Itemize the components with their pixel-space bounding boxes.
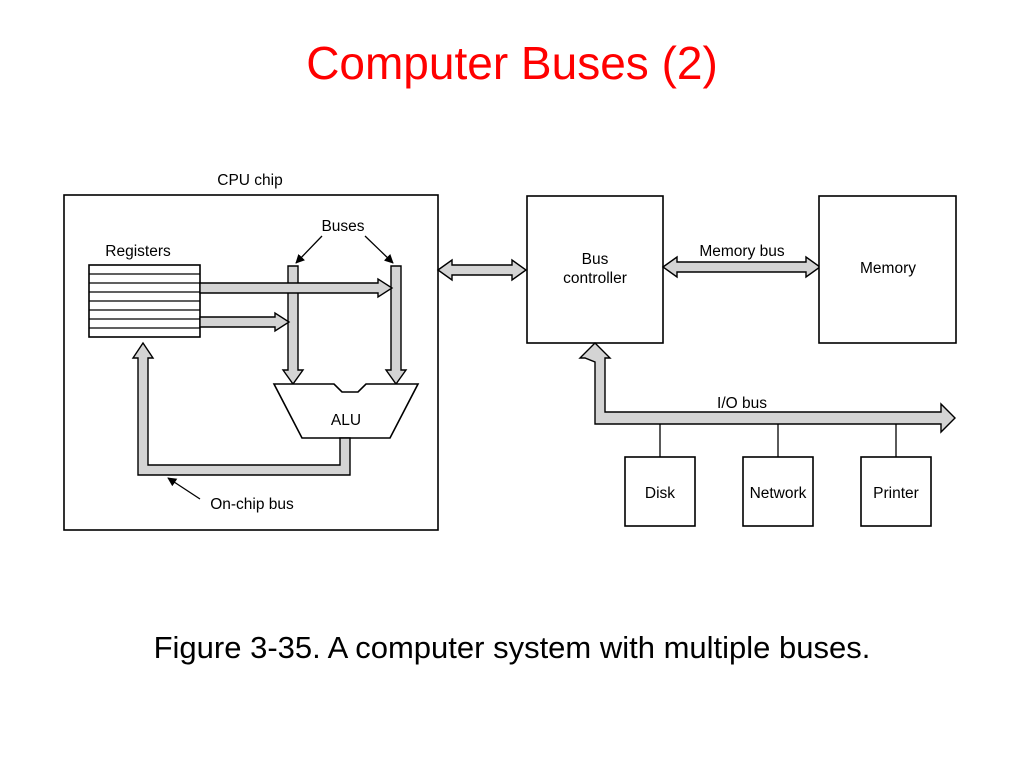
memory-box [818,195,957,344]
internal-bus-right [384,265,408,386]
printer-box [860,456,932,527]
cpu-to-controller-bus [436,258,528,282]
disk-box [624,456,696,527]
bus-controller-label-line2: controller [563,270,627,287]
memory-bus-label: Memory bus [699,243,785,260]
bus-controller-box [526,195,664,344]
memory-label: Memory [860,260,916,277]
alu-label: ALU [331,412,361,429]
figure-caption: Figure 3-35. A computer system with mult… [153,630,871,665]
buses-pointer-right [364,235,394,264]
on-chip-bus-label: On-chip bus [210,496,294,513]
network-box [742,456,814,527]
buses-pointer-left [295,235,323,264]
cpu-chip-label: CPU chip [217,172,282,189]
io-bus [578,342,956,434]
register-file [88,264,201,338]
buses-label: Buses [321,218,364,235]
slide-title: Computer Buses (2) [306,37,718,89]
on-chip-bus [131,341,351,476]
io-bus-label: I/O bus [717,395,767,412]
disk-label: Disk [645,485,675,502]
bus-controller-label-line1: Bus [582,251,609,268]
register-to-left-bus-arrow [199,311,291,333]
register-to-right-bus-arrow [199,277,394,299]
printer-label: Printer [873,485,919,502]
registers-label: Registers [105,243,171,260]
memory-bus [661,255,822,279]
on-chip-bus-pointer [167,477,201,500]
alu-shape [272,383,420,439]
network-label: Network [750,485,807,502]
